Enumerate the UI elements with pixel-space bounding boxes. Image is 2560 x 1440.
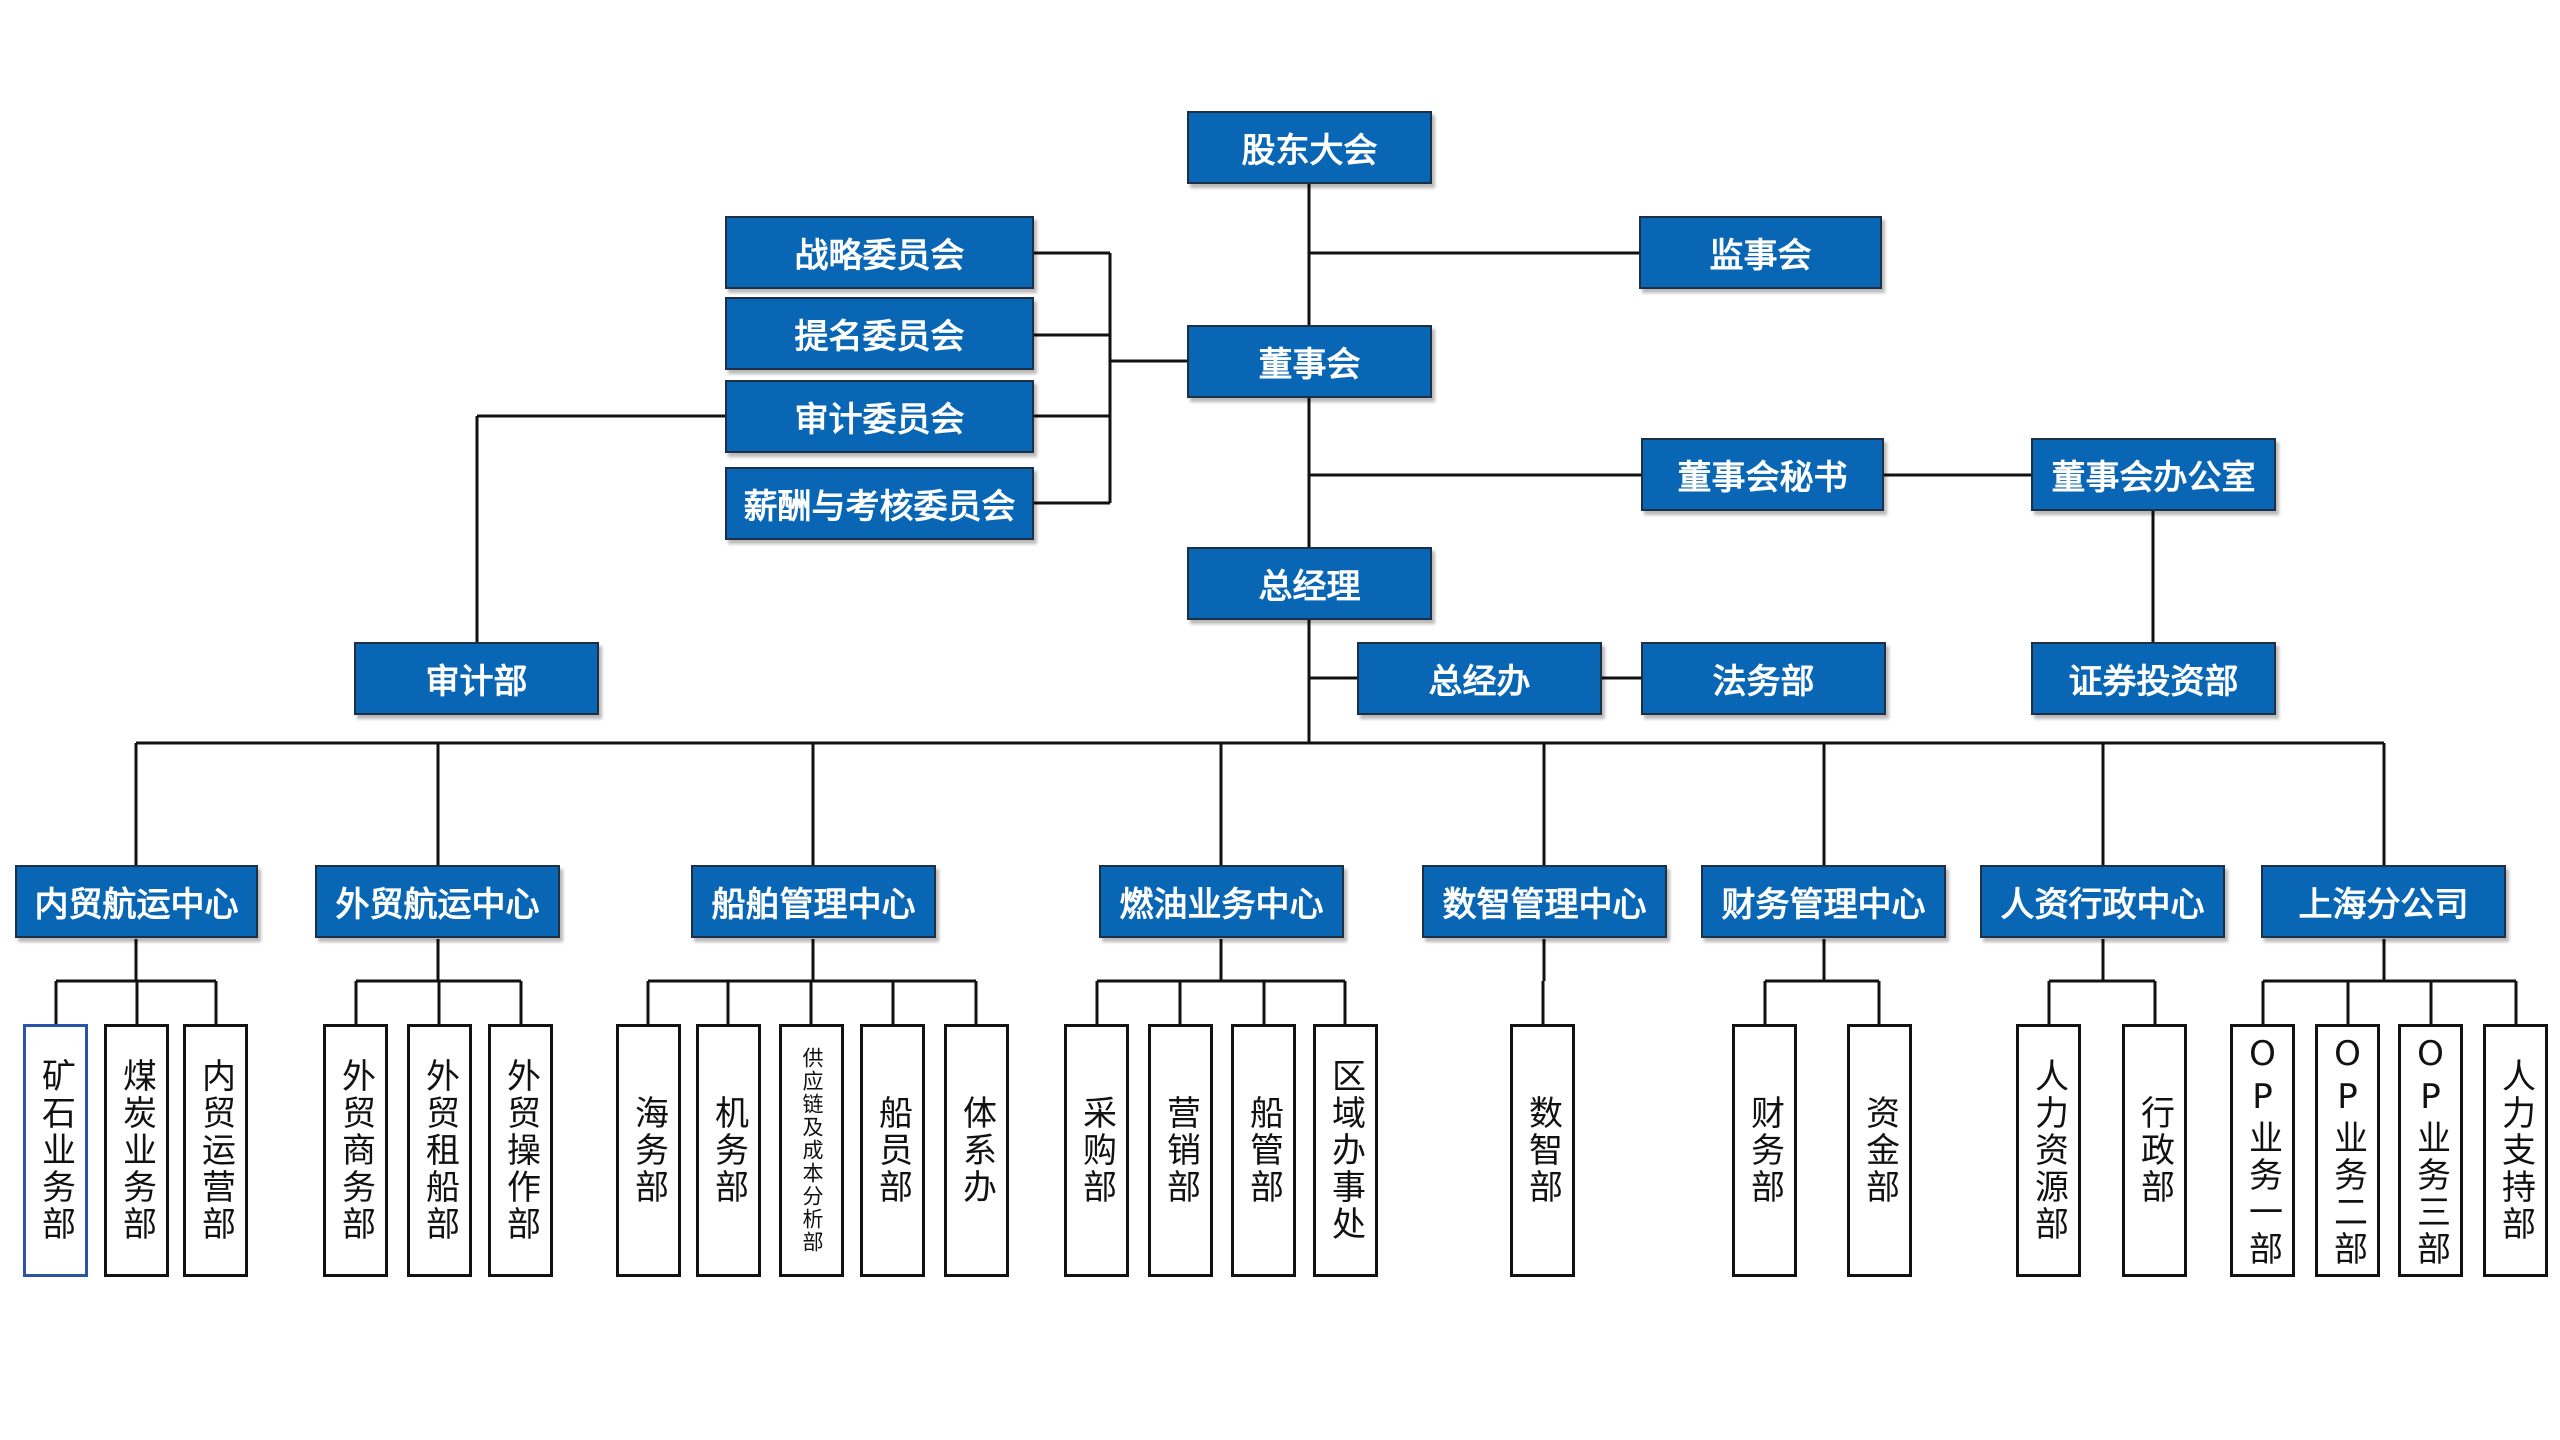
department-label: 机务部 — [708, 1095, 749, 1206]
board-of-directors-node[interactable]: 董事会 — [1187, 325, 1432, 398]
department-label: OP业务一部 — [2242, 1033, 2283, 1268]
center-node[interactable]: 上海分公司 — [2261, 865, 2506, 938]
department-node[interactable]: 外贸操作部 — [488, 1024, 553, 1277]
department-label: 矿石业务部 — [35, 1058, 76, 1243]
department-node[interactable]: 机务部 — [696, 1024, 761, 1277]
audit-committee-node[interactable]: 审计委员会 — [725, 380, 1034, 453]
department-label: 船员部 — [872, 1095, 913, 1206]
department-node[interactable]: OP业务一部 — [2230, 1024, 2295, 1277]
department-node[interactable]: 矿石业务部 — [23, 1024, 88, 1277]
department-label: 人力资源部 — [2028, 1058, 2069, 1243]
department-label: 营销部 — [1160, 1095, 1201, 1206]
department-node[interactable]: 供应链及成本分析部 — [779, 1024, 844, 1277]
center-node[interactable]: 财务管理中心 — [1701, 865, 1946, 938]
compensation-committee-node[interactable]: 薪酬与考核委员会 — [725, 467, 1034, 540]
department-label: 船管部 — [1243, 1095, 1284, 1206]
department-node[interactable]: 煤炭业务部 — [104, 1024, 169, 1277]
securities-investment-node[interactable]: 证券投资部 — [2031, 642, 2276, 715]
department-node[interactable]: 营销部 — [1148, 1024, 1213, 1277]
department-label: 资金部 — [1859, 1095, 1900, 1206]
department-label: OP业务三部 — [2410, 1033, 2451, 1268]
center-node[interactable]: 人资行政中心 — [1980, 865, 2225, 938]
board-secretary-node[interactable]: 董事会秘书 — [1641, 438, 1884, 511]
department-label: 内贸运营部 — [195, 1058, 236, 1243]
department-node[interactable]: OP业务二部 — [2315, 1024, 2380, 1277]
department-node[interactable]: 船管部 — [1231, 1024, 1296, 1277]
department-label: 煤炭业务部 — [116, 1058, 157, 1243]
strategy-committee-node[interactable]: 战略委员会 — [725, 216, 1034, 289]
department-label: 外贸租船部 — [419, 1058, 460, 1243]
center-node[interactable]: 内贸航运中心 — [15, 865, 258, 938]
department-node[interactable]: 数智部 — [1510, 1024, 1575, 1277]
audit-department-node[interactable]: 审计部 — [354, 642, 599, 715]
department-node[interactable]: 体系办 — [944, 1024, 1009, 1277]
department-label: 海务部 — [628, 1095, 669, 1206]
department-node[interactable]: OP业务三部 — [2398, 1024, 2463, 1277]
center-node[interactable]: 燃油业务中心 — [1099, 865, 1344, 938]
department-node[interactable]: 内贸运营部 — [183, 1024, 248, 1277]
legal-department-node[interactable]: 法务部 — [1641, 642, 1886, 715]
shareholders-meeting-node[interactable]: 股东大会 — [1187, 111, 1432, 184]
department-node[interactable]: 人力资源部 — [2016, 1024, 2081, 1277]
department-node[interactable]: 船员部 — [860, 1024, 925, 1277]
department-node[interactable]: 财务部 — [1732, 1024, 1797, 1277]
department-node[interactable]: 海务部 — [616, 1024, 681, 1277]
department-node[interactable]: 资金部 — [1847, 1024, 1912, 1277]
gm-office-node[interactable]: 总经办 — [1357, 642, 1602, 715]
department-node[interactable]: 行政部 — [2122, 1024, 2187, 1277]
department-label: 外贸商务部 — [335, 1058, 376, 1243]
department-label: 行政部 — [2134, 1095, 2175, 1206]
supervisory-board-node[interactable]: 监事会 — [1639, 216, 1882, 289]
department-label: 外贸操作部 — [500, 1058, 541, 1243]
department-label: 采购部 — [1076, 1095, 1117, 1206]
department-label: 体系办 — [956, 1095, 997, 1206]
center-node[interactable]: 船舶管理中心 — [691, 865, 936, 938]
department-label: 供应链及成本分析部 — [800, 1047, 824, 1254]
center-node[interactable]: 外贸航运中心 — [315, 865, 560, 938]
general-manager-node[interactable]: 总经理 — [1187, 547, 1432, 620]
center-node[interactable]: 数智管理中心 — [1422, 865, 1667, 938]
department-node[interactable]: 外贸商务部 — [323, 1024, 388, 1277]
department-node[interactable]: 人力支持部 — [2483, 1024, 2548, 1277]
department-label: 财务部 — [1744, 1095, 1785, 1206]
department-node[interactable]: 采购部 — [1064, 1024, 1129, 1277]
department-node[interactable]: 外贸租船部 — [407, 1024, 472, 1277]
nomination-committee-node[interactable]: 提名委员会 — [725, 297, 1034, 370]
department-node[interactable]: 区域办事处 — [1313, 1024, 1378, 1277]
department-label: 人力支持部 — [2495, 1058, 2536, 1243]
department-label: 区域办事处 — [1325, 1058, 1366, 1243]
board-office-node[interactable]: 董事会办公室 — [2031, 438, 2276, 511]
department-label: 数智部 — [1522, 1095, 1563, 1206]
department-label: OP业务二部 — [2327, 1033, 2368, 1268]
